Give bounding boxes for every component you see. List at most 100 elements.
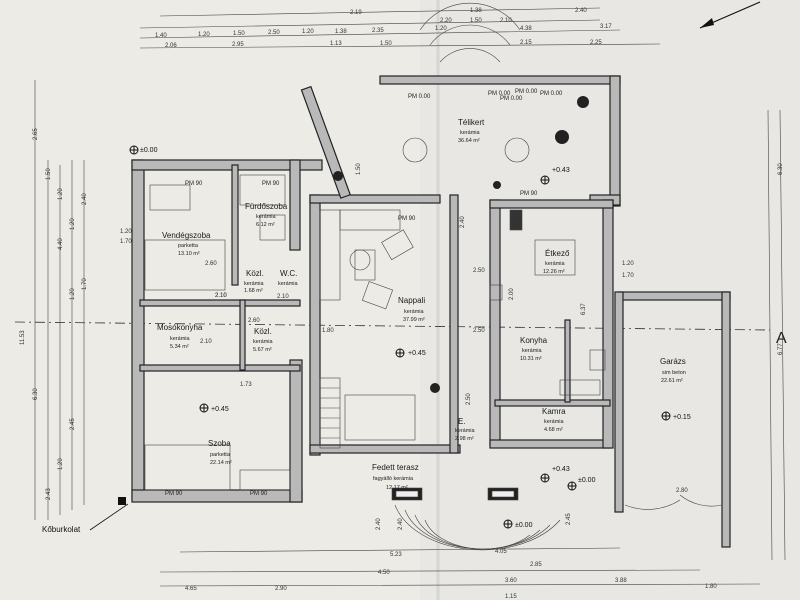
dimension-label: 1.70	[120, 239, 132, 245]
level-nappali: +0.45	[408, 350, 426, 357]
dimension-label: 2.50	[473, 328, 485, 334]
plant-symbols	[333, 96, 589, 393]
room-name-kozl-1: Közl.	[246, 269, 264, 278]
dimension-label: 2.65	[33, 128, 39, 140]
room-name-wc: W.C.	[280, 269, 297, 278]
dimension-label: 6.77	[778, 343, 784, 355]
room-name-kamra: Kamra	[542, 407, 566, 416]
dimension-label: 4.50	[378, 570, 390, 576]
koburkolat-callout: Kőburkolat	[42, 497, 129, 534]
dimension-label: 2.85	[530, 562, 542, 568]
bottom-dimension-labels: 5.23 4.05 2.85 4.50 2.80 4.65 2.90 3.60 …	[185, 488, 717, 600]
room-name-etkezo: Étkező	[545, 249, 570, 258]
dimension-label: 1.20	[198, 32, 210, 38]
dimension-label: 3.88	[615, 578, 627, 584]
dimension-label: 2.95	[232, 42, 244, 48]
room-material-vendegszoba: parketta	[178, 243, 199, 249]
room-material-nappali: kerámia	[404, 309, 425, 315]
pm-label: PM 90	[185, 181, 203, 187]
room-material-szoba: parketta	[210, 452, 231, 458]
dimension-label: 6.37	[581, 303, 587, 315]
room-name-mosokonyha: Mosókonyha	[157, 323, 203, 332]
level-terrace-zero: ±0.00	[515, 522, 533, 529]
dimension-label: 1.20	[622, 261, 634, 267]
room-name-vendegszoba: Vendégszoba	[162, 231, 211, 240]
room-name-kozl-2: Közl.	[254, 327, 272, 336]
dimension-label: 1.38	[470, 8, 482, 14]
dimension-label: 1.50	[356, 163, 362, 175]
dimension-label: 1.80	[705, 584, 717, 590]
dimension-label: 2.43	[46, 488, 52, 500]
dimension-label: 2.10	[215, 293, 227, 299]
room-material-konyha: kerámia	[522, 348, 543, 354]
dimension-label: 1.40	[155, 33, 167, 39]
pm-label: PM 90	[520, 191, 538, 197]
dimension-label: 2.10	[215, 293, 227, 299]
room-name-furdoszoba: Fürdőszoba	[245, 202, 288, 211]
dimension-label: 2.40	[575, 8, 587, 14]
room-name-telikert: Télikert	[458, 118, 485, 127]
room-area-garazs: 22.61 m²	[661, 378, 683, 384]
room-area-szoba: 22.14 m²	[210, 460, 232, 466]
bottom-dimension-chains	[159, 547, 761, 587]
room-material-wc: kerámia	[278, 281, 299, 287]
pm-label: PM 0.00	[500, 96, 523, 102]
dimension-label: 1.73	[240, 382, 252, 388]
room-material-el: kerámia	[455, 428, 476, 434]
telikert-arcs	[419, 2, 521, 63]
pm-label: PM 90	[398, 216, 416, 222]
north-arrow	[699, 1, 761, 29]
dimension-label: 11.53	[20, 330, 26, 345]
room-name-el: E.	[458, 417, 466, 426]
dimension-label: 4.40	[58, 238, 64, 250]
dimension-label: 2.45	[70, 418, 76, 430]
garage-walls	[614, 291, 731, 548]
dimension-label: 2.10	[200, 339, 212, 345]
dimension-label: 3.17	[600, 24, 612, 30]
room-area-kozl-2: 5.67 m²	[253, 347, 272, 353]
dimension-label: 2.19	[350, 10, 362, 16]
room-name-fedett-terasz: Fedett terasz	[372, 463, 419, 472]
pm-label: PM 0.00	[408, 94, 431, 100]
top-dimension-labels: 2.19 1.38 2.40 2.20 1.50 2.10 1.40 1.20 …	[155, 8, 612, 49]
pm-labels: PM 90 PM 90 PM 90 PM 90 PM 90 PM 90 PM 0…	[165, 89, 563, 497]
right-dimension-labels: 6.30 6.77 1.20 1.70 2.50 2.50 2.10	[215, 163, 784, 355]
level-top-left: ±0.00	[140, 147, 158, 154]
room-area-vendegszoba: 13.10 m²	[178, 251, 200, 257]
dimension-label: 1.50	[233, 31, 245, 37]
dimension-label: 2.40	[376, 518, 382, 530]
room-name-nappali: Nappali	[398, 296, 425, 305]
top-dimension-chains	[139, 7, 661, 49]
room-area-mosokonyha: 5.34 m²	[170, 344, 189, 350]
dimension-label: 1.20	[58, 188, 64, 200]
room-area-fedett-terasz: 12.17 m²	[386, 485, 408, 491]
dimension-label: 1.20	[120, 229, 132, 235]
room-name-garazs: Garázs	[660, 357, 686, 366]
room-area-kamra: 4.68 m²	[544, 427, 563, 433]
dimension-label: 2.15	[520, 40, 532, 46]
dimension-label: 2.45	[566, 513, 572, 525]
dimension-label: 4.38	[520, 26, 532, 32]
dimension-label: 6.30	[778, 163, 784, 175]
dimension-label: 2.80	[676, 488, 688, 494]
room-area-telikert: 36.64 m²	[458, 138, 480, 144]
dimension-label: 2.40	[82, 193, 88, 205]
dimension-label: 1.50	[46, 168, 52, 180]
dimension-label: 1.80	[322, 328, 334, 334]
dimension-label: 1.20	[70, 218, 76, 230]
left-dimension-chains	[34, 80, 85, 520]
dimension-label: 2.60	[205, 261, 217, 267]
dimension-label: 4.65	[185, 586, 197, 592]
dimension-label: 5.23	[390, 552, 402, 558]
left-dimension-labels: 2.65 1.50 1.20 2.40 1.20 4.40 1.70 1.20 …	[20, 128, 88, 500]
dimension-label: 1.13	[330, 41, 342, 47]
pm-label: PM 90	[262, 181, 280, 187]
level-bottom-zero: ±0.00	[578, 477, 596, 484]
dimension-label: 2.60	[248, 318, 260, 324]
section-marker: A	[776, 330, 787, 347]
room-area-furdoszoba: 6.12 m²	[256, 222, 275, 228]
level-terrace-entry: +0.43	[552, 466, 570, 473]
room-area-kozl-1: 1.68 m²	[244, 288, 263, 294]
dimension-label: 1.15	[505, 594, 517, 600]
